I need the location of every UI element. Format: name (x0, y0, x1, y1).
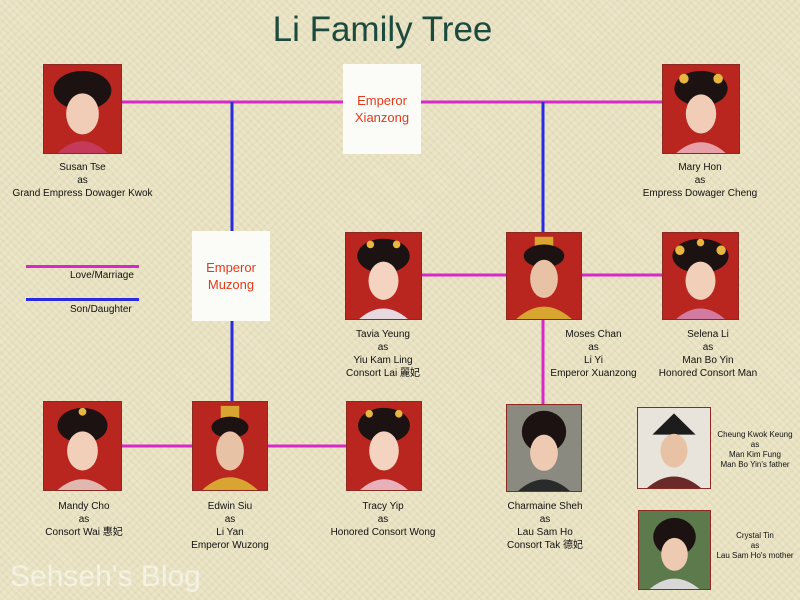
role-name: Grand Empress Dowager Kwok (12, 188, 153, 199)
label-moses-chan: Moses Chan as Li Yi Emperor Xuanzong (536, 328, 651, 380)
actor-name: Crystal Tin (736, 531, 774, 540)
actor-name: Mandy Cho (58, 501, 110, 512)
role-title: Honored Consort Man (658, 368, 758, 379)
actor-name: Tracy Yip (362, 501, 404, 512)
portrait-mary-hon (662, 64, 740, 154)
actor-name: Mary Hon (678, 162, 722, 173)
role-title: Consort Lai 麗妃 (346, 368, 420, 379)
as-text: as (588, 342, 599, 353)
label-susan-tse: Susan Tse as Grand Empress Dowager Kwok (0, 161, 165, 200)
role-name: Consort Wai 惠妃 (45, 527, 123, 538)
actor-name: Moses Chan (565, 329, 622, 340)
label-selena-li: Selena Li as Man Bo Yin Honored Consort … (648, 328, 768, 380)
legend-descent-line (26, 298, 139, 301)
role-title: Man Bo Yin's father (720, 460, 790, 469)
as-text: as (694, 175, 706, 186)
legend-marriage-label: Love/Marriage (70, 270, 134, 281)
role-name: Empress Dowager Cheng (642, 188, 758, 199)
role-name: Honored Consort Wong (330, 527, 436, 538)
role-name: Man Bo Yin (682, 355, 734, 366)
label-edwin-siu: Edwin Siu as Li Yan Emperor Wuzong (180, 500, 280, 552)
role-name: Man Kim Fung (728, 450, 782, 459)
as-text: as (224, 514, 236, 525)
role-name: Lau Sam Ho (517, 527, 573, 538)
legend-marriage-line (26, 265, 139, 268)
as-text: as (750, 541, 760, 550)
as-text: as (77, 175, 88, 186)
label-crystal-tin: Crystal Tin as Lau Sam Ho's mother (708, 531, 800, 561)
emperor-muzong-box: Emperor Muzong (192, 231, 270, 321)
emperor-xianzong-box: Emperor Xianzong (343, 64, 421, 154)
portrait-susan-tse (43, 64, 122, 154)
emperor-xianzong-line-1: Emperor (357, 93, 407, 108)
actor-name: Susan Tse (59, 162, 106, 173)
portrait-cheung-kwok-keung (637, 407, 711, 489)
role-title: Consort Tak 德妃 (507, 540, 583, 551)
legend-descent-label: Son/Daughter (70, 304, 132, 315)
portrait-tracy-yip (346, 401, 422, 491)
role-name: Li Yi (584, 355, 603, 366)
as-text: as (539, 514, 551, 525)
emperor-muzong-line-2: Muzong (207, 277, 255, 292)
label-tracy-yip: Tracy Yip as Honored Consort Wong (318, 500, 448, 539)
portrait-crystal-tin (638, 510, 711, 590)
as-text: as (78, 514, 90, 525)
role-name: Yiu Kam Ling (353, 355, 413, 366)
as-text: as (702, 342, 714, 353)
actor-name: Selena Li (687, 329, 729, 340)
page-title: Li Family Tree (272, 10, 493, 49)
label-tavia-yeung: Tavia Yeung as Yiu Kam Ling Consort Lai … (323, 328, 443, 380)
role-title: Emperor Wuzong (191, 540, 269, 551)
label-mary-hon: Mary Hon as Empress Dowager Cheng (620, 161, 780, 200)
label-charmaine-sheh: Charmaine Sheh as Lau Sam Ho Consort Tak… (490, 500, 600, 552)
as-text: as (377, 514, 389, 525)
label-cheung-kwok-keung: Cheung Kwok Keung as Man Kim Fung Man Bo… (708, 430, 800, 470)
actor-name: Edwin Siu (207, 501, 253, 512)
emperor-muzong-line-1: Emperor (206, 260, 256, 275)
emperor-xianzong-line-2: Xianzong (354, 110, 410, 125)
portrait-selena-li (662, 232, 739, 320)
portrait-moses-chan (506, 232, 582, 320)
portrait-edwin-siu (192, 401, 268, 491)
actor-name: Charmaine Sheh (507, 501, 583, 512)
portrait-charmaine-sheh (506, 404, 582, 492)
role-name: Li Yan (216, 527, 244, 538)
role-title: Emperor Xuanzong (550, 368, 637, 379)
watermark: Sehseh's Blog (10, 560, 201, 593)
actor-name: Cheung Kwok Keung (717, 430, 793, 439)
role-name: Lau Sam Ho's mother (716, 551, 794, 560)
as-text: as (377, 342, 389, 353)
as-text: as (750, 440, 760, 449)
label-mandy-cho: Mandy Cho as Consort Wai 惠妃 (29, 500, 139, 539)
actor-name: Tavia Yeung (356, 329, 410, 340)
portrait-tavia-yeung (345, 232, 422, 320)
portrait-mandy-cho (43, 401, 122, 491)
